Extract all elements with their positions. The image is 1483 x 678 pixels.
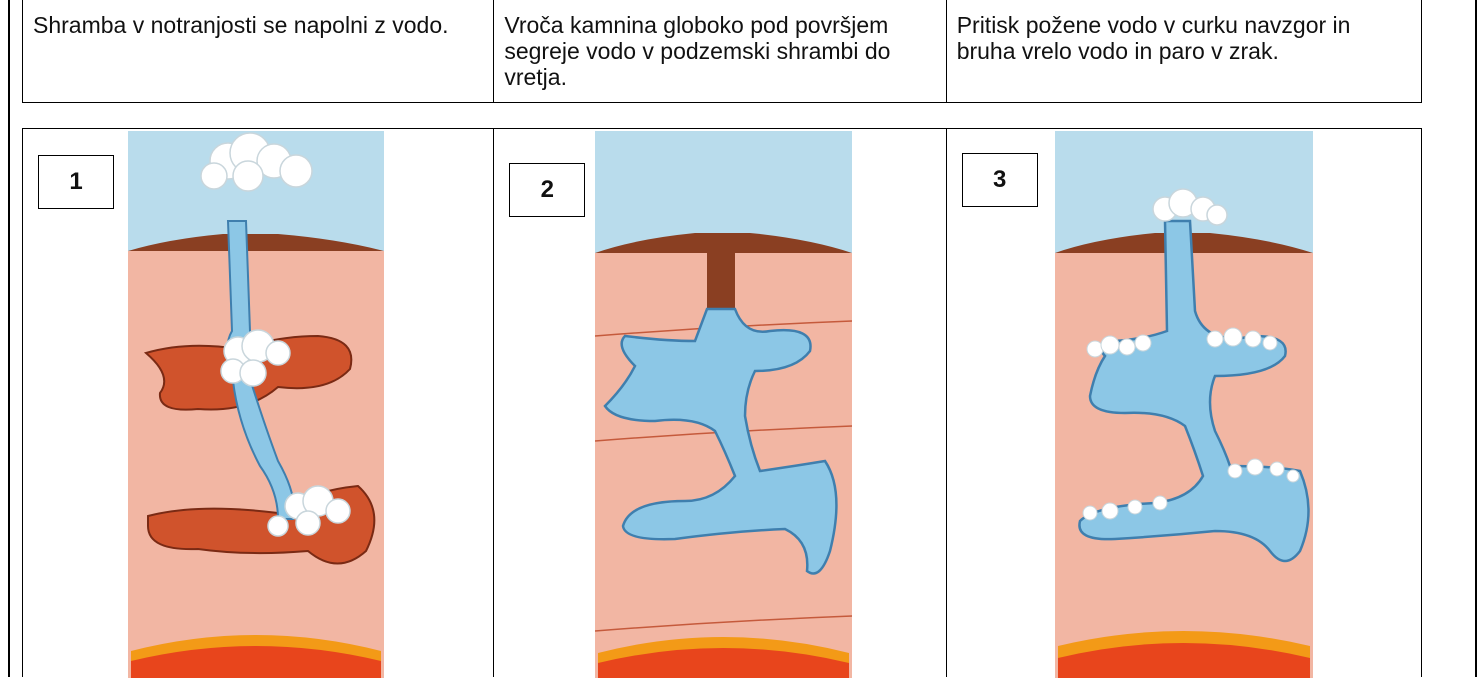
left-frame-line bbox=[8, 0, 10, 677]
caption-table: Shramba v notranjosti se napolni z vodo.… bbox=[22, 0, 1422, 103]
vent-shaft bbox=[707, 241, 735, 311]
panel-1: 1 bbox=[23, 129, 494, 677]
caption-text-1: Shramba v notranjosti se napolni z vodo. bbox=[33, 12, 449, 38]
geyser-illustration-1 bbox=[128, 131, 384, 678]
caption-cell-1: Shramba v notranjosti se napolni z vodo. bbox=[23, 0, 494, 102]
panel-number-3: 3 bbox=[962, 153, 1038, 207]
rock-layer bbox=[128, 251, 384, 678]
caption-text-2: Vroča kamnina globoko pod površjem segre… bbox=[504, 12, 890, 90]
panel-table: 1 bbox=[22, 128, 1422, 677]
geyser-illustration-3 bbox=[1055, 131, 1313, 678]
caption-cell-3: Pritisk požene vodo v curku navzgor in b… bbox=[947, 0, 1421, 102]
panel-number-2: 2 bbox=[509, 163, 585, 217]
right-frame-line bbox=[1475, 0, 1477, 677]
panel-2: 2 bbox=[494, 129, 946, 677]
geyser-illustration-2 bbox=[595, 131, 852, 678]
caption-text-3: Pritisk požene vodo v curku navzgor in b… bbox=[957, 12, 1351, 64]
panel-3: 3 bbox=[947, 129, 1421, 677]
caption-cell-2: Vroča kamnina globoko pod površjem segre… bbox=[494, 0, 946, 102]
panel-number-1: 1 bbox=[38, 155, 114, 209]
